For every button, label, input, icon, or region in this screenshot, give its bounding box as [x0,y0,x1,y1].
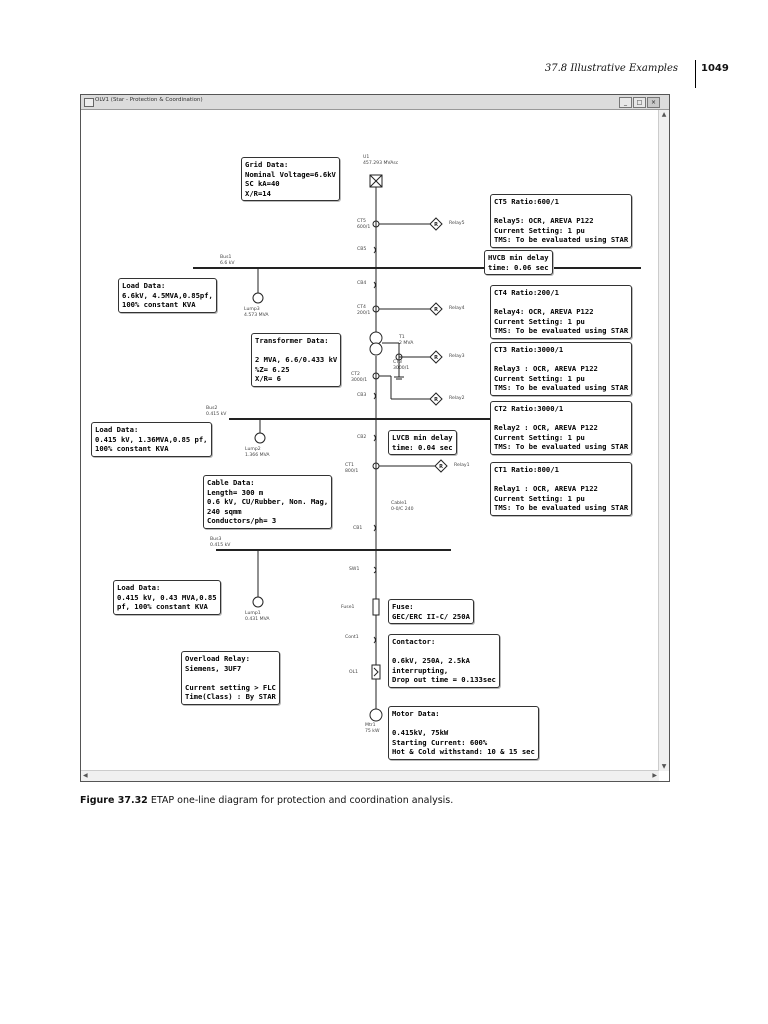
ct2-label: CT2 3000/1 [351,372,368,383]
motor-data-box: Motor Data: 0.415kV, 75kW Starting Curre… [388,706,539,760]
utility-cross-b [369,174,383,188]
transformer-primary-winding [369,331,383,345]
ct1-label: CT1 800/1 [345,463,359,474]
cb4-label: CB4 [357,281,367,286]
window-app-icon [84,98,94,107]
transformer-data-box: Transformer Data: 2 MVA, 6.6/0.433 kV %Z… [251,333,342,387]
fuse-data-box: Fuse: GEC/ERC II-C/ 250A [388,599,474,625]
caption-text: ETAP one-line diagram for protection and… [150,795,454,806]
scroll-left-arrow[interactable]: ◀ [83,772,88,779]
ol1-label: OL1 [349,670,359,675]
relay1-label: Relay1 [454,463,470,468]
ct4-label: CT4 200/1 [357,305,371,316]
scroll-right-arrow[interactable]: ▶ [652,772,657,779]
bus2-label: Bus2 0.415 kV [206,406,227,417]
cable-data-box: Cable Data: Length= 300 m 0.6 kV, CU/Rub… [203,475,333,529]
transformer-secondary-winding [369,342,383,356]
overload-relay-box: Overload Relay: Siemens, 3UF7 Current se… [181,651,280,705]
vertical-scrollbar[interactable]: ▲ ▼ [658,110,669,771]
cb3-label: CB3 [357,393,367,398]
lump3-label: Lump3 4.573 MVA [244,307,269,318]
window-titlebar[interactable]: OLV1 (Star - Protection & Coordination) … [81,95,669,110]
relay3-letter: R [434,355,438,361]
ct4-relay4-box: CT4 Ratio:200/1 Relay4: OCR, AREVA P122 … [490,285,633,339]
load3-data-box: Load Data: 0.415 kV, 0.43 MVA,0.85 pf, 1… [113,580,221,615]
ol1-symbol [371,664,381,680]
relay2-letter: R [434,397,438,403]
ct5-label: CT5 600/1 [357,219,371,230]
mtr1-label: Mtr1 75 kW [365,723,380,734]
relay2-label: Relay2 [449,396,465,401]
relay5-letter: R [434,222,438,228]
load2-data-box: Load Data: 0.415 kV, 1.36MVA,0.85 pf, 10… [91,422,212,457]
lump2-label: Lump2 1.366 MVA [245,447,270,458]
page-number: 1049 [701,63,729,74]
cb2-label: CB2 [357,435,367,440]
cb3-symbol [373,392,376,400]
maximize-button[interactable]: □ [633,97,646,108]
relay4-label: Relay4 [449,306,465,311]
cb5-label: CB5 [357,247,367,252]
relay5-symbol [429,217,443,231]
figure-label: Figure 37.32 [80,795,148,806]
ct5-relay5-box: CT5 Ratio:600/1 Relay5: OCR, AREVA P122 … [490,194,633,248]
scroll-down-arrow[interactable]: ▼ [661,763,667,770]
contactor-data-box: Contactor: 0.6kV, 250A, 2.5kA interrupti… [388,634,500,688]
ol1-inner-mark [373,667,379,677]
cable1-label: Cable1 0-0/C 240 [391,501,414,512]
relay3-symbol [429,350,443,364]
header-divider [695,60,696,88]
running-header: 37.8 Illustrative Examples 1049 [545,60,750,90]
relay1-letter: R [439,464,443,470]
ct1-relay1-box: CT1 Ratio:800/1 Relay1 : OCR, AREVA P122… [490,462,633,516]
section-title: 37.8 Illustrative Examples [544,63,678,74]
scroll-up-arrow[interactable]: ▲ [661,111,667,118]
cont1-symbol [373,636,376,644]
cb4-symbol [373,281,376,289]
ct3-label: CT3 3000/1 [393,360,410,371]
lump1-symbol [252,596,264,608]
grid-data-box: Grid Data: Nominal Voltage=6.6kV SC kA=4… [241,157,340,202]
bus3-label: Bus3 0.415 kV [210,537,231,548]
cb5-symbol [373,246,376,254]
motor-symbol [369,708,383,722]
lvcb-delay-box: LVCB min delay time: 0.04 sec [388,430,457,456]
t1-label: T1 2 MVA [399,335,414,346]
cb1-label: CB1 [353,526,363,531]
fuse1-label: Fuse1 [341,605,355,610]
lump3-symbol [252,292,264,304]
relay1-symbol [434,459,448,473]
load1-data-box: Load Data: 6.6kV, 4.5MVA,0.85pf, 100% co… [118,278,217,313]
relay4-symbol [429,302,443,316]
minimize-button[interactable]: _ [619,97,632,108]
hvcb-delay-box: HVCB min delay time: 0.06 sec [484,250,553,276]
relay4-letter: R [434,307,438,313]
sw1-label: SW1 [349,567,360,572]
cont1-label: Cont1 [345,635,359,640]
lump2-symbol [254,432,266,444]
ct2-relay2-box: CT2 Ratio:3000/1 Relay2 : OCR, AREVA P12… [490,401,633,455]
figure-caption: Figure 37.32 ETAP one-line diagram for p… [80,795,453,806]
ct3-relay3-box: CT3 Ratio:3000/1 Relay3 : OCR, AREVA P12… [490,342,633,396]
relay3-label: Relay3 [449,354,465,359]
bus1-label: Bus1 6.6 kV [220,255,235,266]
close-button[interactable]: × [647,97,660,108]
window-title: OLV1 (Star - Protection & Coordination) [95,97,203,103]
horizontal-scrollbar[interactable]: ◀ ▶ [81,770,659,781]
lump1-label: Lump1 0.431 MVA [245,611,270,622]
cb1-symbol [373,524,376,532]
cb2-symbol [373,434,376,442]
fuse1-symbol [372,598,380,616]
u1-label: U1 457.293 MVAsc [363,155,399,166]
sw1-symbol [373,566,377,574]
relay2-symbol [429,392,443,406]
one-line-diagram: R R R R R [193,174,641,722]
relay5-label: Relay5 [449,221,465,226]
etap-window: OLV1 (Star - Protection & Coordination) … [80,94,670,782]
